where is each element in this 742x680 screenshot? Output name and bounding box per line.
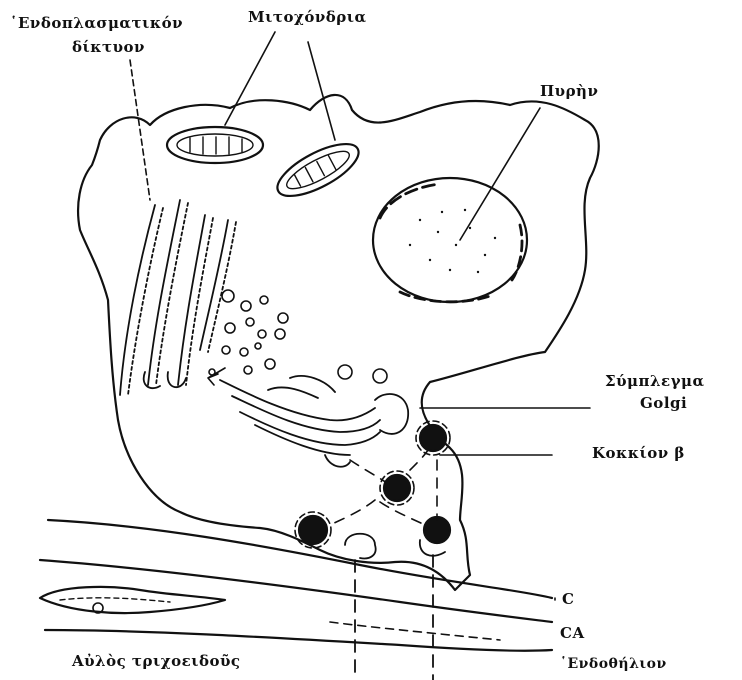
mitochondrion-1 [167,127,263,163]
golgi-vesicles [209,290,387,383]
endoplasmic-reticulum [120,200,236,395]
endothelial-cell [40,587,225,613]
er-label-line1: ῾Ενδοπλασματικόν [10,14,183,32]
mitochondria-label: Μιτοχόνδρια [248,8,367,26]
endothelium-line-2 [45,630,552,651]
c-label: C [562,590,574,608]
nucleus [373,178,527,302]
golgi-arrow [208,368,225,385]
nucleus-chromatin [409,209,496,273]
beta-granule-label: Κοκκίον β [592,444,685,462]
golgi-label-line2: Golgi [640,394,687,412]
granule-pathway [328,446,437,526]
nucleus-label: Πυρὴν [540,82,598,100]
capillary-label: Αὐλὸς τριχοειδοῦς [72,652,241,670]
exocytosis-lines [355,555,433,680]
endothelium-label: ῾Ενδοθήλιον [560,656,667,672]
ca-label: CA [560,624,585,642]
golgi-complex [220,376,408,467]
golgi-label-line1: Σύμπλεγμα [605,372,705,390]
er-label-line2: δίκτυον [72,38,145,56]
mitochondrion-2 [270,134,365,206]
